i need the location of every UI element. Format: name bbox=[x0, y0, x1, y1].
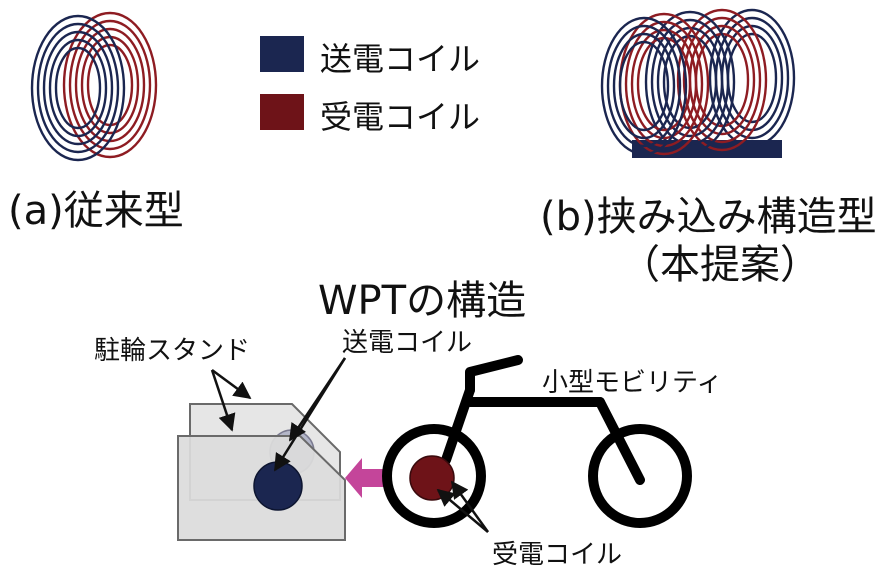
front-wheel bbox=[382, 424, 486, 528]
legend-label-tx: 送電コイル bbox=[320, 40, 481, 78]
handlebar bbox=[465, 355, 523, 395]
caption-conventional: (a)従来型 bbox=[8, 188, 184, 234]
caption-proposal: （本提案） bbox=[620, 242, 820, 288]
power-transfer-arrow bbox=[345, 458, 385, 498]
bicycle bbox=[382, 355, 692, 528]
legend-label-rx: 受電コイル bbox=[320, 98, 481, 136]
tx-coil-sandwich-center bbox=[644, 10, 736, 154]
legend-swatch-tx bbox=[260, 36, 304, 72]
label-rx-coil: 受電コイル bbox=[492, 540, 623, 570]
coil-pair-conventional bbox=[30, 11, 158, 162]
legend-swatch-rx bbox=[260, 94, 304, 130]
tx-coil-front-disc bbox=[253, 461, 303, 511]
rx-coil-conventional bbox=[62, 11, 158, 159]
label-small-mobility: 小型モビリティ bbox=[542, 368, 723, 398]
tx-coil-sandwich-front bbox=[600, 16, 688, 156]
caption-sandwich: (b)挟み込み構造型 bbox=[540, 194, 877, 240]
rx-coil-disc bbox=[409, 455, 455, 501]
wpt-title: WPTの構造 bbox=[318, 278, 527, 324]
bicycle-stand bbox=[177, 403, 346, 541]
seat-stay bbox=[595, 397, 645, 485]
label-tx-coil: 送電コイル bbox=[342, 328, 473, 358]
coil-set-sandwich bbox=[600, 8, 796, 158]
label-arrows bbox=[210, 357, 490, 533]
tx-coil-conventional bbox=[30, 14, 126, 162]
rear-wheel bbox=[588, 424, 692, 528]
label-bicycle-stand: 駐輪スタンド bbox=[94, 336, 251, 366]
